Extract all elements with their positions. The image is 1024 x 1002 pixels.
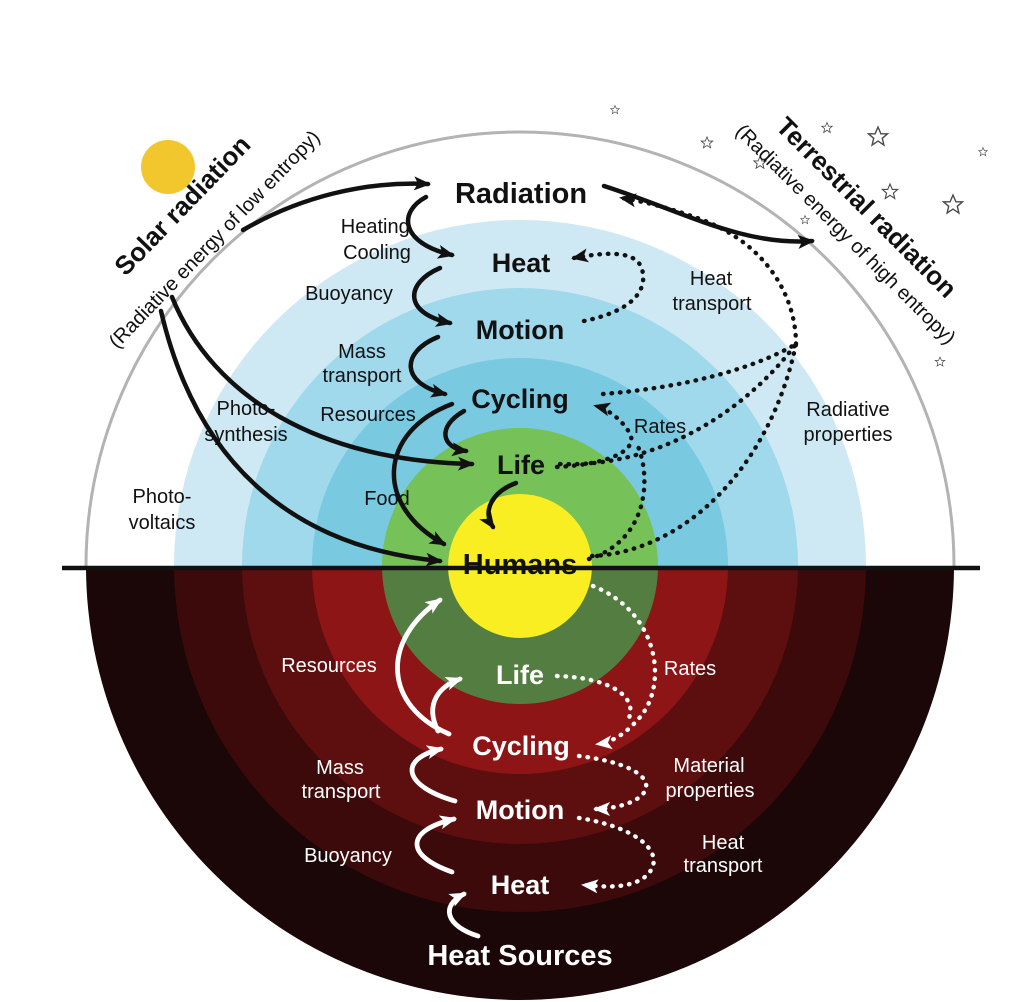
label-heat-transport-bottom-2: transport — [684, 855, 763, 877]
dotted-humans-to-cycling-rates-bottom — [590, 583, 658, 750]
dotted-life-radiative-properties — [557, 341, 799, 467]
label-photosynthesis-1: Photo- — [217, 398, 276, 420]
arrow-cycling-to-humans — [391, 401, 455, 547]
label-heat-transport-1: Heat — [690, 268, 733, 290]
star-icon — [867, 126, 889, 146]
label-resources-bottom: Resources — [281, 655, 377, 677]
label-cycling-bottom: Cycling — [472, 731, 570, 761]
dotted-humans-to-cycling-rates — [586, 441, 647, 562]
humans-core-bottom — [448, 568, 592, 638]
dotted-motion-to-heat-transport — [571, 248, 646, 324]
bottom-solid-arrows — [395, 597, 481, 939]
label-material-2: properties — [666, 780, 755, 802]
star-icon — [881, 183, 899, 200]
label-mass: Mass — [338, 341, 386, 363]
label-radiation: Radiation — [455, 178, 587, 210]
bottom-sphere-labels: Life Cycling Motion Heat Heat Sources — [427, 660, 612, 972]
label-heat-bottom: Heat — [491, 870, 550, 900]
label-mass-transport: transport — [323, 365, 402, 387]
label-humans: Humans — [463, 549, 577, 581]
label-buoyancy-bottom: Buoyancy — [304, 845, 392, 867]
label-radiative-2: properties — [804, 424, 893, 446]
label-material-1: Material — [673, 755, 744, 777]
label-life: Life — [497, 450, 545, 480]
label-rates-bottom: Rates — [664, 658, 716, 680]
label-photovoltaics-1: Photo- — [133, 486, 192, 508]
bottom-process-labels: Resources Mass transport Buoyancy Rates … — [281, 655, 763, 877]
arrow-heat-to-motion-bottom — [414, 815, 457, 875]
label-rates: Rates — [634, 416, 686, 438]
label-cycling: Cycling — [471, 384, 569, 414]
dotted-motion-to-heat-transport-bottom — [576, 815, 656, 894]
arrow-heatsources-to-heat — [446, 891, 481, 939]
arrow-life-to-humans-food — [479, 480, 519, 530]
label-food: Food — [364, 488, 410, 510]
sun-icon — [38, 0, 272, 271]
dotted-trunk-to-radiation — [619, 193, 799, 347]
top-sphere-labels: Radiation Heat Motion Cycling Life Human… — [455, 178, 587, 581]
arrow-sun-to-life-photosynthesis — [169, 294, 475, 471]
label-motion-bottom: Motion — [476, 795, 564, 825]
sun-rays — [64, 63, 272, 271]
label-motion: Motion — [476, 315, 564, 345]
arrow-cycling-to-humans-bottom — [395, 597, 452, 737]
star-icon — [800, 215, 810, 224]
arrow-motion-to-cycling-bottom — [409, 745, 458, 804]
arrow-cycling-to-life — [443, 408, 469, 457]
star-icon — [978, 147, 988, 156]
dotted-humans-radiative-properties — [589, 341, 799, 559]
star-icon — [610, 105, 620, 114]
top-dotted-arrows — [554, 193, 799, 562]
label-heat-transport-bottom-1: Heat — [702, 832, 745, 854]
label-heat: Heat — [492, 248, 551, 278]
dotted-life-to-cycling-rates-bottom — [554, 673, 633, 725]
label-resources: Resources — [320, 404, 416, 426]
arrow-cycling-to-life-bottom — [430, 676, 463, 734]
arrow-sun-to-humans-photovoltaics — [158, 308, 443, 567]
dotted-cycling-to-motion-material — [576, 753, 649, 816]
label-cooling: Cooling — [343, 242, 411, 264]
top-process-labels: Heating, Cooling Buoyancy Mass transport… — [129, 216, 893, 534]
star-icon — [934, 356, 946, 367]
star-icon — [700, 136, 714, 149]
label-life-bottom: Life — [496, 660, 544, 690]
label-photovoltaics-2: voltaics — [129, 512, 196, 534]
label-buoyancy: Buoyancy — [305, 283, 393, 305]
arrow-heat-to-motion — [411, 265, 453, 327]
label-heat-sources: Heat Sources — [427, 940, 612, 972]
atmosphere-hemisphere — [84, 130, 956, 568]
arrow-radiation-to-heat — [406, 194, 455, 259]
label-photosynthesis-2: synthesis — [204, 424, 287, 446]
arrow-sun-to-radiation — [240, 176, 431, 233]
bottom-dotted-arrows — [554, 583, 658, 894]
star-icon — [942, 194, 964, 214]
dotted-cycling-radiative-properties — [600, 341, 799, 397]
arrow-motion-to-cycling — [408, 334, 448, 398]
sun-disc — [141, 140, 195, 194]
label-heating: Heating, — [341, 216, 416, 238]
star-icon — [821, 122, 833, 133]
label-mass-transport-bottom: transport — [302, 781, 381, 803]
label-heat-transport-2: transport — [673, 293, 752, 315]
label-mass-bottom: Mass — [316, 757, 364, 779]
label-radiative-1: Radiative — [806, 399, 889, 421]
